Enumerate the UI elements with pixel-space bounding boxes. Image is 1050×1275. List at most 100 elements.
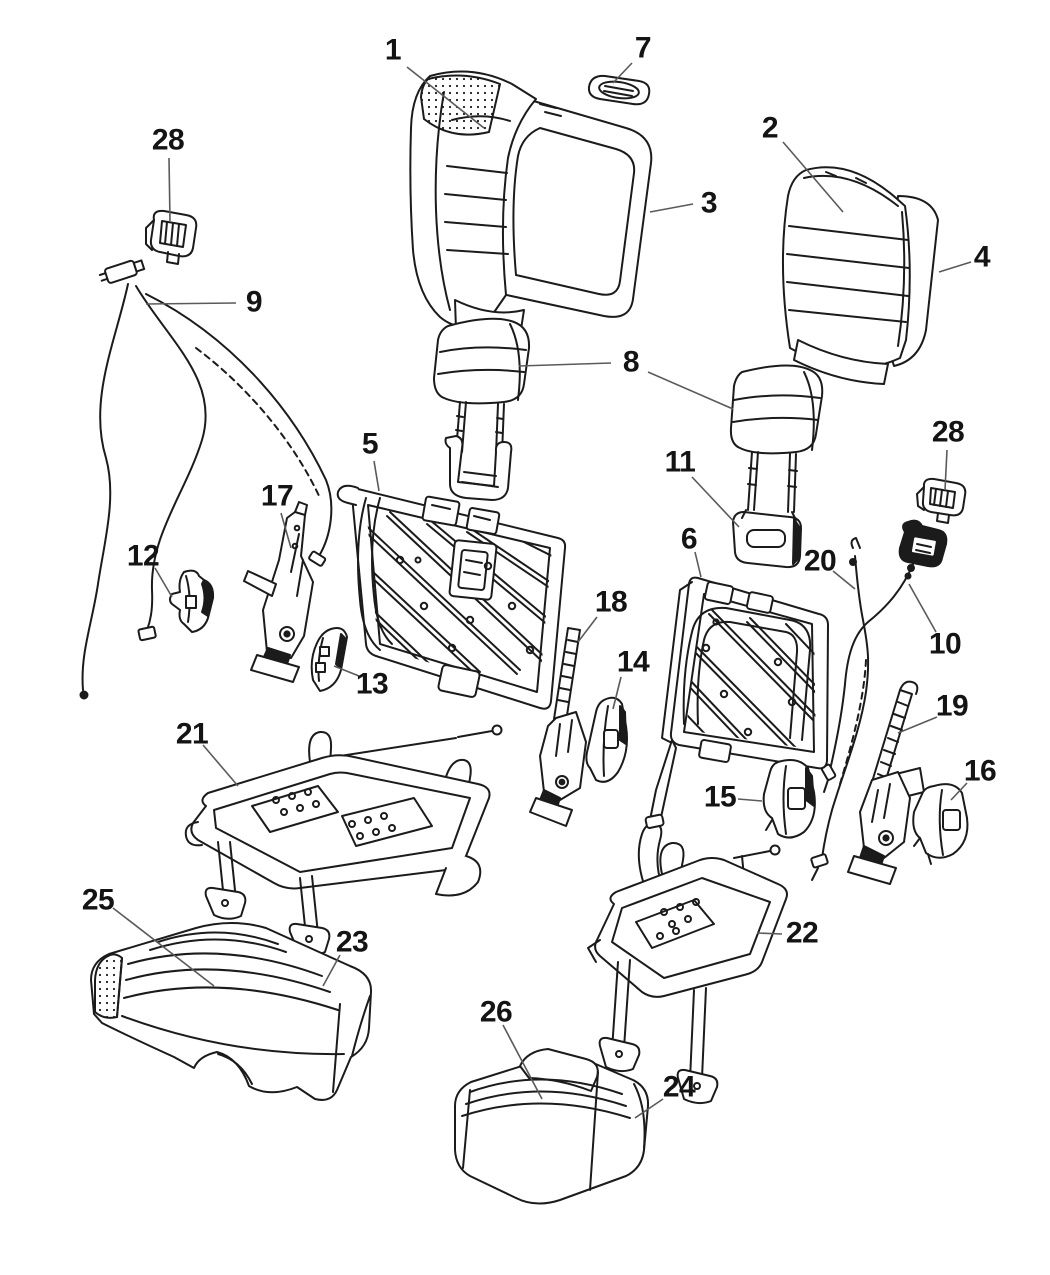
callout-4-seat-back-bolster-right: 4 (938, 241, 991, 274)
part-6-seat-back-frame-right-shape (712, 618, 720, 626)
leader-line (737, 798, 763, 802)
callout-19-riser-right: 19 (897, 690, 969, 734)
callout-15-riser-cover-center: 15 (704, 781, 763, 814)
part-5-seat-back-frame-left-shape (437, 664, 481, 698)
leader-line (145, 302, 237, 305)
leader-line (694, 551, 702, 578)
part-19-riser-right-shape (871, 783, 891, 823)
part-2-seat-back-cover-right-shape (825, 171, 867, 184)
part-5-seat-back-frame-left-shape (419, 601, 429, 611)
part-9-release-cable-left-shape-shape (98, 272, 109, 282)
part-16-riser-cover-right-shape (942, 809, 961, 831)
callout-number: 10 (929, 628, 961, 661)
part-9-release-cable-left-shape-shape (132, 259, 146, 273)
part-18-recliner-center-shape (555, 719, 573, 757)
callout-28-headrest-guide-right: 28 (932, 416, 965, 491)
part-23-cushion-left (90, 922, 373, 1101)
part-22-cushion-frame-right-shape (693, 1082, 701, 1090)
part-21-cushion-frame-left-shape (339, 730, 493, 757)
part-9-release-cable-left-shape (195, 347, 321, 499)
part-21-cushion-frame-left-shape (491, 724, 503, 736)
part-6-seat-back-frame-right-shape (703, 581, 735, 605)
part-13-recliner-cover-inner-left (310, 627, 348, 692)
part-17-recliner-left-shape (294, 501, 308, 516)
part-22-cushion-frame-right-shape (769, 844, 781, 856)
part-22-cushion-frame-right-shape (587, 939, 601, 963)
callout-number: 20 (804, 545, 836, 578)
part-21-cushion-frame-left-shape (304, 788, 312, 796)
callout-5-seat-back-frame-left: 5 (362, 428, 380, 492)
part-11-headrest-latch-bracket-shape (741, 509, 797, 521)
part-20-release-cable-right-shape (810, 853, 829, 869)
part-22-cushion-frame-right-shape (611, 959, 631, 1051)
leader-line (612, 62, 633, 84)
callout-22-cushion-frame-right: 22 (756, 917, 819, 950)
part-19-riser-right-shape (882, 834, 890, 842)
part-6-seat-back-frame-right-shape (669, 576, 829, 770)
leader-line (647, 371, 734, 410)
part-19-riser-right-shape (899, 680, 919, 695)
callout-number: 22 (786, 917, 818, 950)
part-9-release-cable-left-shape-shape (104, 259, 138, 284)
part-22-cushion-frame-right-shape (676, 903, 684, 911)
part-23-cushion-left-shape (116, 957, 123, 1018)
callout-number: 9 (246, 286, 262, 319)
callout-number: 19 (936, 690, 968, 723)
part-17-recliner-left-shape (290, 533, 304, 597)
part-22-cushion-frame-right-shape (660, 908, 668, 916)
callout-25-cushion-trim-left: 25 (82, 884, 215, 987)
part-7-latch-bezel (587, 74, 651, 106)
part-11-headrest-latch-bracket-shape (746, 529, 786, 548)
part-25-cushion-trim-left-shape (123, 952, 339, 1011)
part-5-seat-back-frame-left-shape (465, 615, 475, 625)
callout-number: 6 (681, 523, 697, 556)
part-6-seat-back-frame-right-shape-shape (686, 613, 816, 750)
part-20-release-cable-right-shape (821, 555, 870, 859)
part-21-cushion-frame-left-shape (221, 899, 229, 907)
callout-number: 28 (152, 124, 184, 157)
part-20-release-cable-right-shape (850, 537, 861, 549)
leader-line (938, 261, 972, 273)
callout-17-recliner-left: 17 (261, 480, 294, 549)
callout-number: 24 (663, 1071, 696, 1104)
callout-number: 11 (665, 446, 696, 479)
part-9-release-cable-left-shape (81, 283, 129, 691)
part-21-cushion-frame-left-shape (348, 820, 356, 828)
part-6-seat-back-frame-right-shape (773, 657, 783, 667)
part-17-recliner-left-shape (262, 511, 314, 659)
part-22-cushion-frame-right-shape (598, 1036, 641, 1073)
part-6-seat-back-frame-right (649, 576, 829, 823)
part-28-headrest-guide-left-shape (164, 221, 180, 247)
callout-number: 2 (762, 112, 778, 145)
callout-26-cushion-trim-right: 26 (480, 996, 543, 1100)
callout-21-cushion-frame-left: 21 (176, 718, 239, 787)
callout-number: 21 (176, 718, 208, 751)
part-13-recliner-cover-inner-left-shape (310, 627, 348, 692)
part-10-latch-cable-right-shape (823, 779, 829, 793)
part-5-seat-back-frame-left-shape (465, 507, 501, 535)
part-21-cushion-frame-left-shape (364, 816, 372, 824)
part-22-cushion-frame-right-shape (692, 898, 700, 906)
part-6-seat-back-frame-right-shape (682, 606, 812, 741)
callout-number: 5 (362, 428, 378, 461)
part-22-cushion-frame-right-shape (684, 915, 692, 923)
part-14-recliner-cover-center-shape (619, 705, 627, 745)
part-18-recliner-center (529, 627, 587, 827)
part-22-cushion-frame-right-shape (656, 932, 664, 940)
part-15-riser-cover-center-shape (765, 819, 773, 831)
leader-line (502, 1024, 543, 1100)
callout-number: 12 (127, 540, 159, 573)
part-20-release-cable-right-shape (811, 867, 819, 881)
part-5-seat-back-frame-left-shape (447, 643, 457, 653)
parts-art-layer (79, 70, 969, 1205)
part-5-seat-back-frame-left-shape (357, 497, 393, 651)
part-5-seat-back-frame-left-shape (448, 539, 498, 601)
leader-line (634, 1098, 664, 1119)
part-15-riser-cover-center (762, 759, 816, 839)
callout-number: 1 (385, 34, 401, 67)
callout-number: 16 (964, 755, 996, 788)
part-5-seat-back-frame-left-shape (525, 645, 535, 655)
part-22-cushion-frame-right-shape (733, 850, 771, 859)
part-25-cushion-trim-left (123, 931, 339, 1011)
